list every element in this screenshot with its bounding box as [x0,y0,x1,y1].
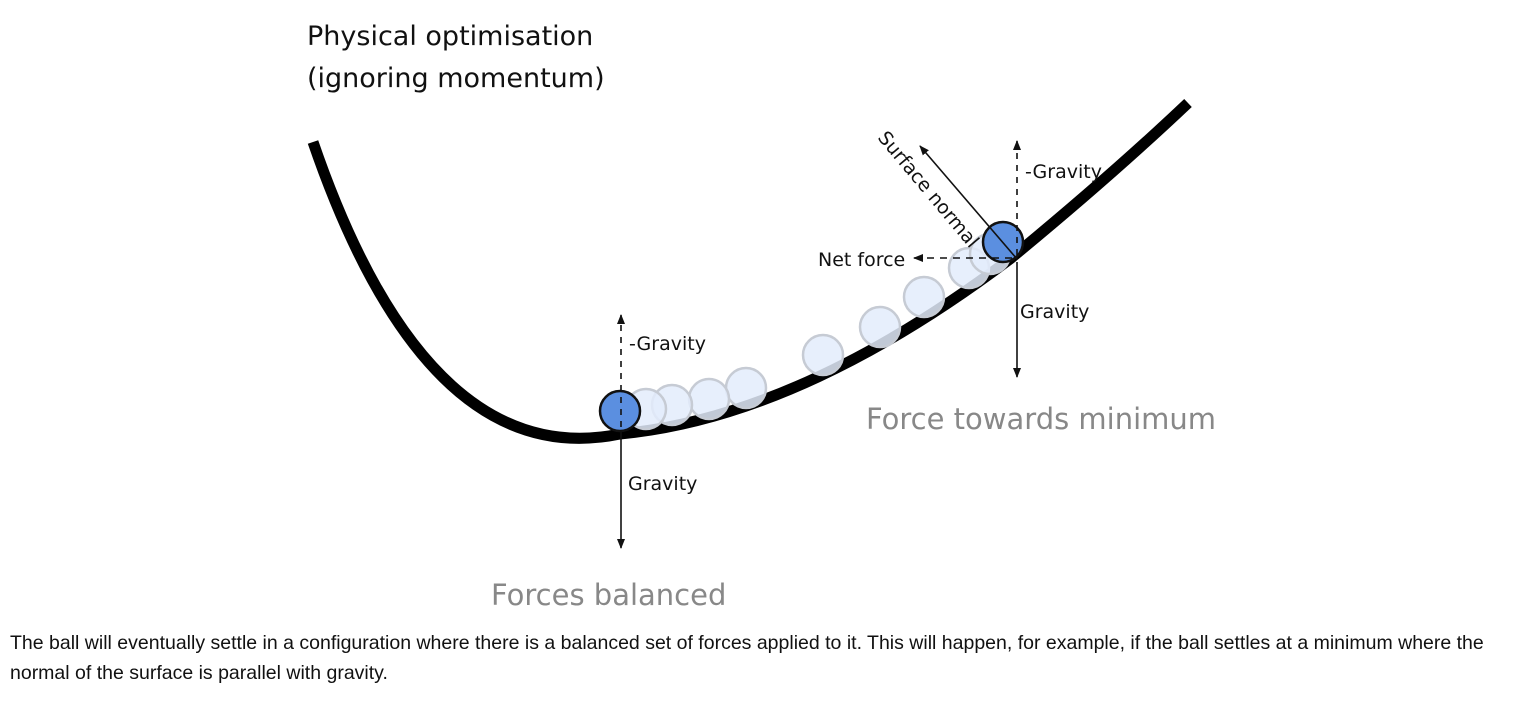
ghost-ball [858,305,902,349]
force-towards-minimum-caption: Force towards minimum [866,402,1216,436]
diagram-title-line2: (ignoring momentum) [307,63,605,94]
ghost-ball [687,377,731,421]
physical-optimisation-diagram: Physical optimisation (ignoring momentum… [307,21,1216,612]
minimum-neg-gravity-label: -Gravity [629,333,706,355]
ball-at-minimum [598,389,642,433]
forces-balanced-caption: Forces balanced [491,578,726,612]
ghost-ball [801,333,845,377]
ghost-ball [902,275,946,319]
slope-gravity-label: Gravity [1020,301,1089,323]
slope-neg-gravity-label: -Gravity [1025,161,1102,183]
ghost-ball [724,366,768,410]
net-force-label: Net force [818,249,905,271]
surface-normal-arrow [919,145,1018,260]
surface-normal-label: Surface normal [873,127,983,252]
diagram-description: The ball will eventually settle in a con… [10,632,1484,684]
minimum-gravity-label: Gravity [628,473,697,495]
diagram-title-line1: Physical optimisation [307,21,593,52]
